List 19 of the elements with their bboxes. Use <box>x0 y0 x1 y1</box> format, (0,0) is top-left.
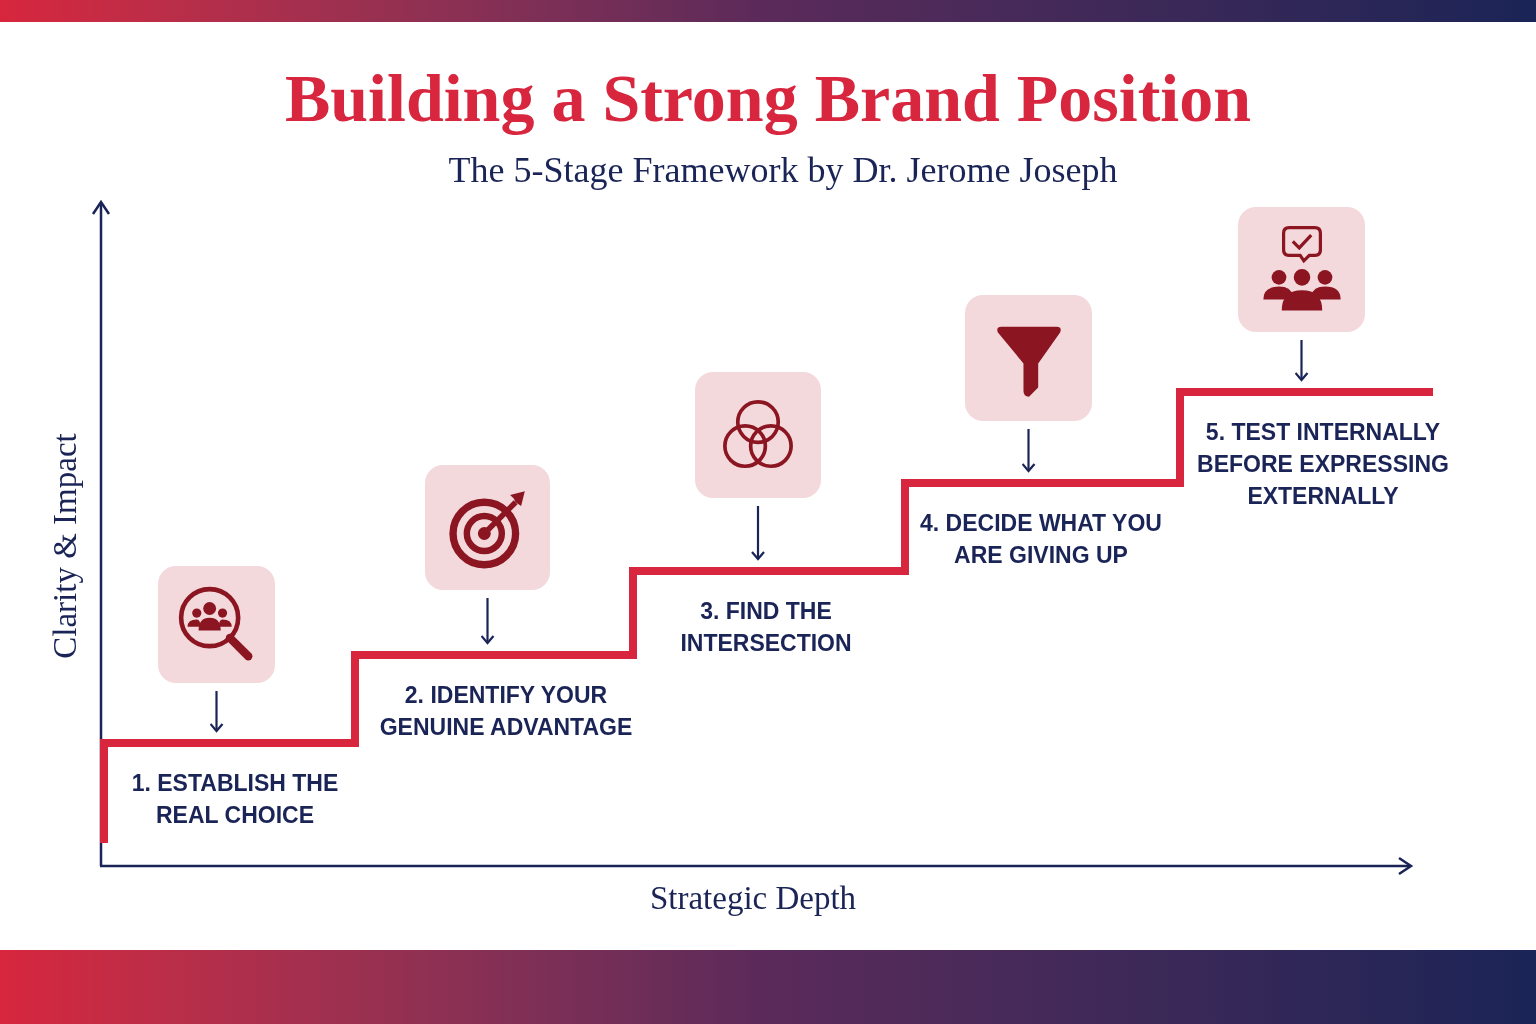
icon-tile <box>425 465 550 590</box>
arrow <box>1021 429 1036 473</box>
axis-label: Strategic Depth <box>649 879 857 918</box>
icon-tile <box>158 566 275 683</box>
axis-label: Clarity & Impact <box>47 433 83 659</box>
step-label: 5. TEST INTERNALLY BEFORE EXPRESSING EXTERNALLY <box>1196 418 1450 511</box>
step-label: 2. IDENTIFY YOUR GENUINE ADVANTAGE <box>378 681 634 742</box>
arrow <box>1294 340 1309 382</box>
step-label: 4. DECIDE WHAT YOU ARE GIVING UP <box>919 509 1163 570</box>
arrow <box>209 691 224 733</box>
step-label: 1. ESTABLISH THE REAL CHOICE <box>130 769 340 830</box>
icon-tile <box>965 295 1092 421</box>
arrow <box>480 598 495 645</box>
arrow <box>750 506 766 561</box>
icon-tile <box>1238 207 1365 332</box>
title: Building a Strong Brand Position <box>284 59 1252 138</box>
subtitle: The 5-Stage Framework by Dr. Jerome Joseph <box>448 149 1118 192</box>
step-label: 3. FIND THE INTERSECTION <box>679 597 853 658</box>
icon-tile <box>695 372 821 498</box>
